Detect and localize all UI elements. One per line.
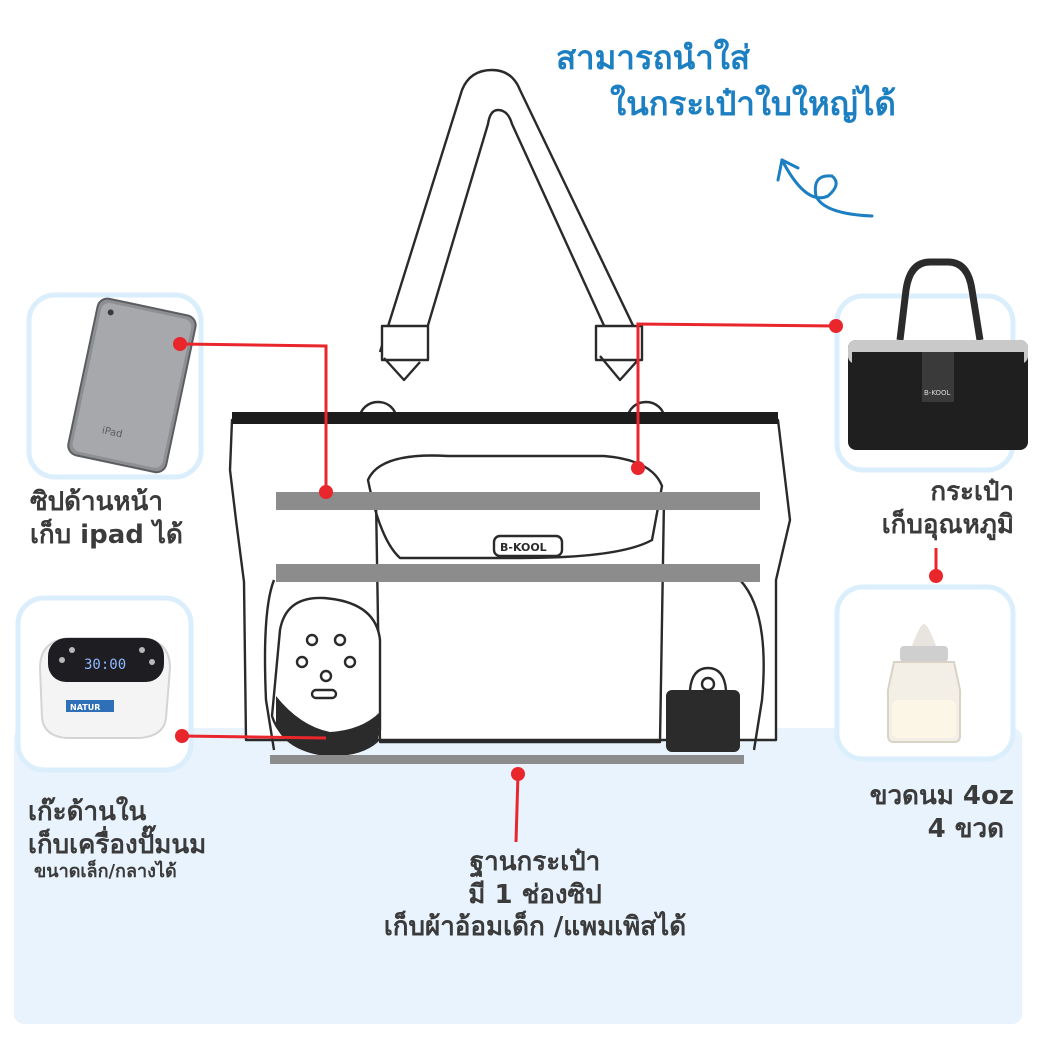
- callout-markers: [173, 319, 943, 781]
- label-inner-pocket: เก๊ะด้านใน เก็บเครื่องปั๊มนม ขนาดเล็ก/กล…: [28, 796, 206, 884]
- marker-pump: [175, 729, 189, 743]
- label-bottle-line1: ขวดนม 4oz: [869, 781, 1014, 811]
- marker-tablet: [173, 337, 187, 351]
- pump-display-text: 30:00: [84, 657, 126, 673]
- label-cooler: กระเป๋า เก็บอุณหภูมิ: [836, 476, 1014, 541]
- base-band: [270, 755, 744, 764]
- cooler-bag-image: B-KOOL: [848, 258, 1028, 450]
- label-front-zip: ซิปด้านหน้า เก็บ ipad ได้: [30, 486, 183, 551]
- marker-strap: [631, 461, 645, 475]
- inner-pocket-band: [276, 564, 760, 582]
- label-inner-pocket-line1: เก๊ะด้านใน: [28, 797, 147, 827]
- label-base-line2: มี 1 ช่องซิป: [468, 879, 602, 910]
- label-front-zip-line2: เก็บ ipad ได้: [30, 519, 183, 550]
- front-zip-band: [276, 492, 760, 510]
- breast-pump-image: 30:00 NATUR: [38, 637, 172, 739]
- bag-handle: [378, 68, 642, 353]
- cooler-logo-text: B-KOOL: [924, 389, 951, 397]
- callout-lines: [179, 322, 938, 843]
- label-base-line1: ฐานกระเป๋า: [469, 847, 601, 877]
- callout-cooler-line: [636, 322, 837, 468]
- tote-bag-drawing: B-KOOL: [228, 68, 792, 757]
- marker-cooler: [829, 319, 843, 333]
- pump-logo-text: NATUR: [70, 703, 100, 712]
- tablet-logo-text: iPad: [101, 425, 124, 440]
- label-bottle-line2: 4 ขวด: [927, 813, 1004, 844]
- label-base: ฐานกระเป๋า มี 1 ช่องซิป เก็บผ้าอ้อมเด็ก …: [350, 846, 720, 944]
- marker-bottle: [929, 569, 943, 583]
- label-inner-pocket-line2: เก็บเครื่องปั๊มนม: [28, 829, 207, 860]
- marker-base: [511, 767, 525, 781]
- callout-pump-line: [181, 734, 327, 740]
- label-inner-pocket-line3: ขนาดเล็ก/กลางได้: [34, 861, 177, 882]
- swirl-arrow: [776, 158, 874, 218]
- headline-line-1: สามารถนำใส่: [556, 38, 751, 77]
- label-cooler-line1: กระเป๋า: [930, 477, 1014, 507]
- marker-front-zip: [319, 485, 333, 499]
- headline-line-2: ในกระเป๋าใบใหญ่ได้: [610, 84, 896, 123]
- label-cooler-line2: เก็บอุณหภูมิ: [881, 509, 1014, 540]
- callout-base-line: [514, 773, 520, 843]
- bag-logo-text: B-KOOL: [500, 541, 547, 554]
- baby-bottle-image: [887, 624, 961, 743]
- tablet-image: iPad: [67, 297, 197, 474]
- label-front-zip-line1: ซิปด้านหน้า: [30, 487, 163, 517]
- callout-tablet-line: [179, 342, 328, 490]
- label-bottle: ขวดนม 4oz 4 ขวด: [836, 780, 1014, 845]
- label-base-line3: เก็บผ้าอ้อมเด็ก /แพมเพิสได้: [383, 912, 687, 942]
